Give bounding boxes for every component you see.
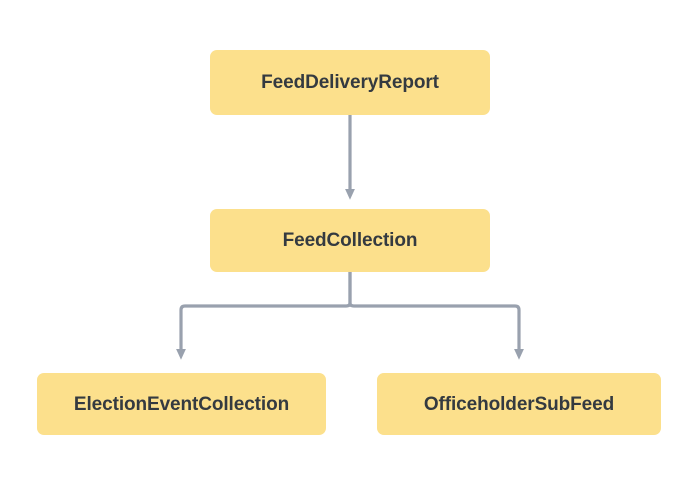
node-feed-delivery-report[interactable]: FeedDeliveryReport (210, 50, 490, 115)
node-election-event-collection[interactable]: ElectionEventCollection (37, 373, 326, 435)
node-officeholder-subfeed[interactable]: OfficeholderSubFeed (377, 373, 661, 435)
node-label: FeedCollection (282, 230, 418, 251)
edge-feed-collection-to-officeholder-subfeed (348, 272, 524, 360)
edge-feed-collection-to-election-event-collection (176, 272, 352, 360)
node-feed-collection[interactable]: FeedCollection (210, 209, 490, 272)
node-label: FeedDeliveryReport (261, 72, 439, 93)
node-label: ElectionEventCollection (73, 393, 290, 415)
node-label: OfficeholderSubFeed (423, 393, 615, 415)
